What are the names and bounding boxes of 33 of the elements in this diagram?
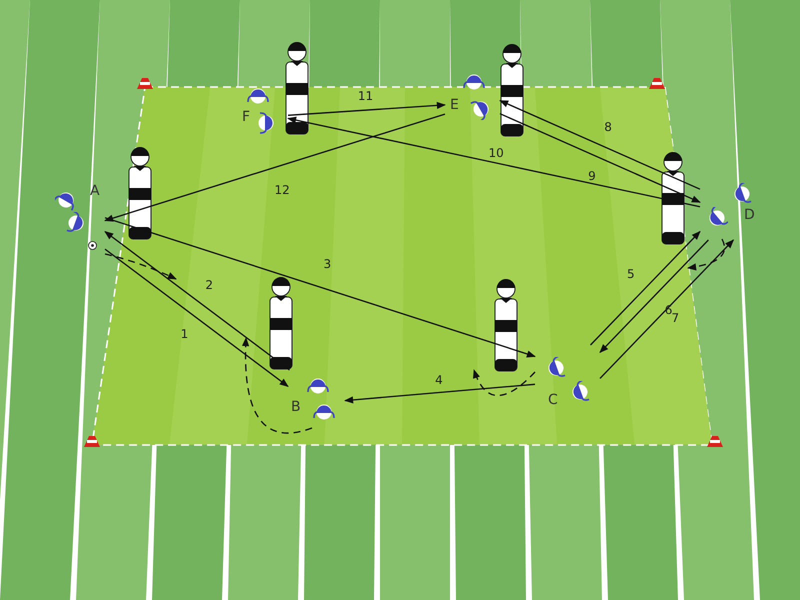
position-letter: F xyxy=(242,110,250,124)
pass-number: 1 xyxy=(180,328,188,340)
pass-number: 4 xyxy=(435,374,443,386)
position-letter: C xyxy=(548,393,558,407)
run-arrow xyxy=(473,369,536,396)
pass-arrow xyxy=(104,231,290,371)
pass-arrow xyxy=(600,239,734,379)
pass-number: 9 xyxy=(588,170,596,182)
pass-number: 3 xyxy=(324,258,332,270)
pass-number: 8 xyxy=(604,120,612,133)
pass-number: 2 xyxy=(205,278,214,291)
pass-arrow xyxy=(104,248,289,387)
pass-arrow xyxy=(104,217,536,358)
pass-number: 7 xyxy=(672,312,680,324)
pass-arrow xyxy=(499,100,700,190)
run-arrow xyxy=(687,238,726,270)
pass-number: 6 xyxy=(664,304,672,316)
position-letter: B xyxy=(291,400,301,414)
run-arrow xyxy=(242,337,312,434)
pass-number: 11 xyxy=(358,90,374,102)
pass-number: 5 xyxy=(627,268,635,280)
position-letter: E xyxy=(450,98,459,112)
pass-arrow xyxy=(599,240,709,354)
position-letter: D xyxy=(744,208,755,222)
pass-arrow xyxy=(104,113,446,222)
pass-arrow xyxy=(500,113,701,203)
pass-number: 12 xyxy=(274,184,290,196)
pass-arrow xyxy=(288,102,446,116)
pass-arrow xyxy=(590,230,701,346)
pass-arrow xyxy=(344,384,536,404)
pass-number: 10 xyxy=(488,146,504,159)
pass-arrow xyxy=(287,116,700,208)
run-arrow xyxy=(104,253,177,280)
